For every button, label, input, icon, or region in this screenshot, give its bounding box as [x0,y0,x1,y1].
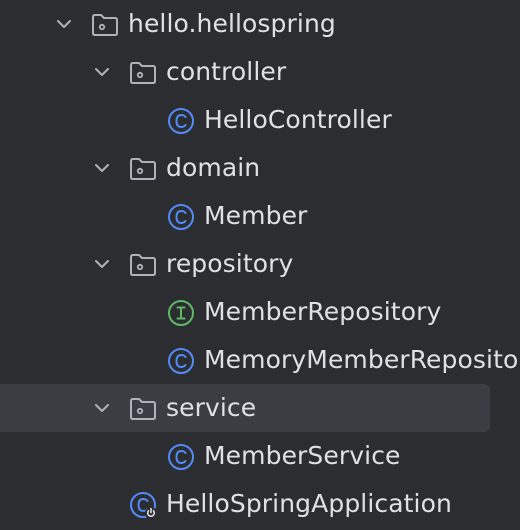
package-folder-icon [130,398,156,420]
class-icon [168,108,194,134]
selection-highlight [0,384,490,432]
tree-item-memberservice[interactable]: MemberService [0,432,520,480]
chevron-down-icon[interactable] [92,254,112,274]
tree-item-memorymemberrepository[interactable]: MemoryMemberReposito [0,336,520,384]
package-folder-icon [130,158,156,180]
interface-icon [168,300,194,326]
chevron-down-icon[interactable] [92,62,112,82]
tree-item-hellocontroller[interactable]: HelloController [0,96,520,144]
package-folder-icon [130,254,156,276]
tree-item-label: controller [166,57,287,86]
package-folder-icon [130,62,156,84]
tree-item-label: HelloSpringApplication [166,489,452,518]
chevron-down-icon[interactable] [92,158,112,178]
tree-item-label: MemberService [204,441,401,470]
spring-boot-class-icon [130,492,157,519]
chevron-down-icon[interactable] [54,14,74,34]
tree-item-label: HelloController [204,105,392,134]
tree-item-service[interactable]: service [0,384,520,432]
chevron-down-icon[interactable] [92,398,112,418]
tree-item-label: domain [166,153,261,182]
tree-item-label: hello.hellospring [128,9,336,38]
package-folder-icon [92,14,118,36]
tree-item-controller[interactable]: controller [0,48,520,96]
tree-item-repository[interactable]: repository [0,240,520,288]
tree-item-hello-hellospring[interactable]: hello.hellospring [0,0,520,48]
tree-item-memberrepository[interactable]: MemberRepository [0,288,520,336]
class-icon [168,348,194,374]
tree-item-hellospringapplication[interactable]: HelloSpringApplication [0,480,520,528]
tree-item-label: repository [166,249,294,278]
class-icon [168,444,194,470]
tree-item-member[interactable]: Member [0,192,520,240]
tree-item-domain[interactable]: domain [0,144,520,192]
tree-item-label: Member [204,201,308,230]
tree-item-label: MemberRepository [204,297,442,326]
class-icon [168,204,194,230]
tree-item-label: MemoryMemberReposito [204,345,519,374]
tree-item-label: service [166,393,257,422]
